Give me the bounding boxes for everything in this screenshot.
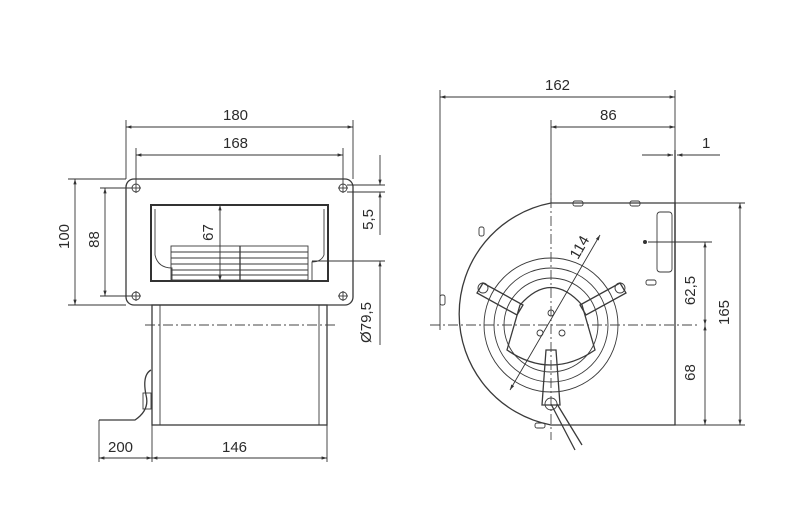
dim-front-overall-width: 180 [223, 107, 249, 124]
dim-side-center-to-bottom: 68 [681, 364, 699, 381]
dim-front-hole-diameter: 5,5 [359, 209, 377, 230]
dim-front-outlet-height: 67 [199, 224, 217, 241]
dim-side-flange-thickness: 1 [702, 135, 711, 152]
front-view [68, 120, 385, 462]
dim-cable-length: 200 [108, 439, 134, 456]
side-view [430, 90, 745, 451]
mounting-hole-icon [131, 183, 348, 301]
dim-side-center-to-bracket-hole: 62,5 [682, 275, 700, 306]
dim-front-hole-spacing-width: 168 [223, 135, 249, 152]
dim-front-inlet-diameter: Ø79,5 [357, 302, 375, 343]
dim-front-hole-spacing-height: 88 [85, 231, 103, 248]
dim-side-overall-width: 162 [545, 77, 571, 94]
dim-side-overall-height: 165 [716, 299, 734, 326]
dim-side-center-to-flange: 86 [600, 107, 617, 124]
dim-front-overall-height: 100 [56, 223, 74, 250]
dim-housing-depth: 146 [222, 439, 248, 456]
